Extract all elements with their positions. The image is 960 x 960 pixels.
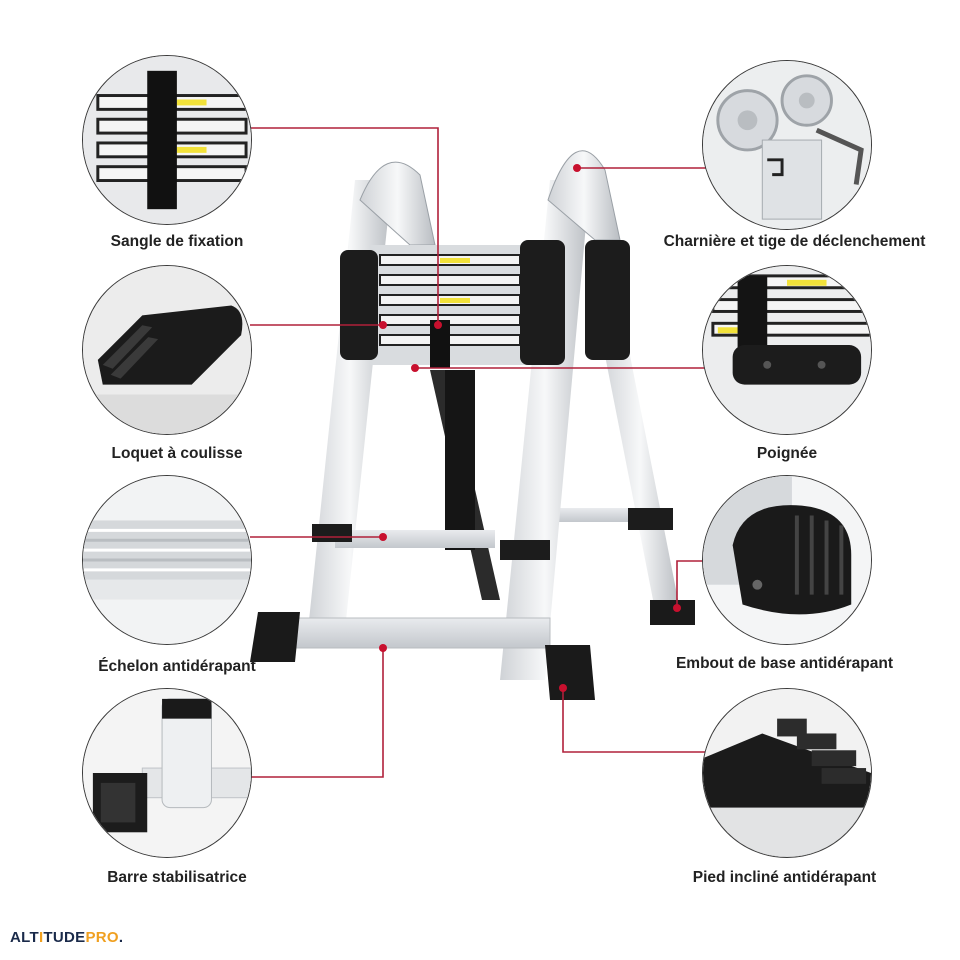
brand-dot: . bbox=[118, 929, 124, 946]
label-sangle: Sangle de fixation bbox=[110, 233, 244, 250]
strap bbox=[445, 370, 475, 550]
foot-detail-icon bbox=[703, 689, 871, 857]
detail-circle-strap bbox=[82, 55, 252, 225]
rear-leg-right bbox=[600, 330, 680, 610]
hinge-detail-icon bbox=[703, 61, 871, 229]
stabilizer-bar bbox=[289, 617, 551, 649]
label-embout: Embout de base antidérapant bbox=[675, 655, 894, 672]
detail-circle-rung bbox=[82, 475, 252, 645]
label-loquet: Loquet à coulisse bbox=[111, 445, 243, 462]
label-echelon: Échelon antidérapant bbox=[98, 658, 256, 675]
leader-dots bbox=[379, 164, 681, 692]
handle-detail-icon bbox=[703, 266, 871, 434]
rung-detail-icon bbox=[83, 476, 251, 644]
brand-text-2: TUDE bbox=[43, 929, 86, 946]
detail-circle-hinge bbox=[702, 60, 872, 230]
label-pied: Pied incliné antidérapant bbox=[692, 869, 877, 886]
brand-text-3: PRO bbox=[85, 929, 119, 946]
brand-logo: ALTITUDEPRO. bbox=[10, 929, 123, 946]
detail-circle-base-cap bbox=[702, 475, 872, 645]
stabilizer-end-right bbox=[545, 645, 595, 700]
rung-stack bbox=[370, 245, 530, 368]
base-cap-detail-icon bbox=[703, 476, 871, 644]
bottom-rung bbox=[335, 530, 495, 548]
hinge-left bbox=[359, 161, 436, 246]
foot-rear-right bbox=[650, 600, 695, 625]
stabilizer-detail-icon bbox=[83, 689, 251, 857]
label-poignee: Poignée bbox=[756, 445, 818, 462]
stabilizer-end-left bbox=[250, 612, 300, 662]
leg-sleeves bbox=[340, 240, 630, 365]
latch-detail-icon bbox=[83, 266, 251, 434]
detail-circle-foot bbox=[702, 688, 872, 858]
brand-text-1: ALT bbox=[10, 929, 39, 946]
detail-circle-latch bbox=[82, 265, 252, 435]
rear-stabilizer bbox=[545, 508, 645, 522]
leader-lines bbox=[250, 127, 715, 778]
brand-ladder-letter: I bbox=[38, 929, 44, 946]
hinge-right bbox=[547, 150, 621, 241]
strap-detail-icon bbox=[83, 56, 251, 224]
label-barre: Barre stabilisatrice bbox=[107, 869, 247, 886]
detail-circle-stabilizer bbox=[82, 688, 252, 858]
detail-circle-handle bbox=[702, 265, 872, 435]
label-charniere: Charnière et tige de déclenchement bbox=[663, 233, 926, 250]
